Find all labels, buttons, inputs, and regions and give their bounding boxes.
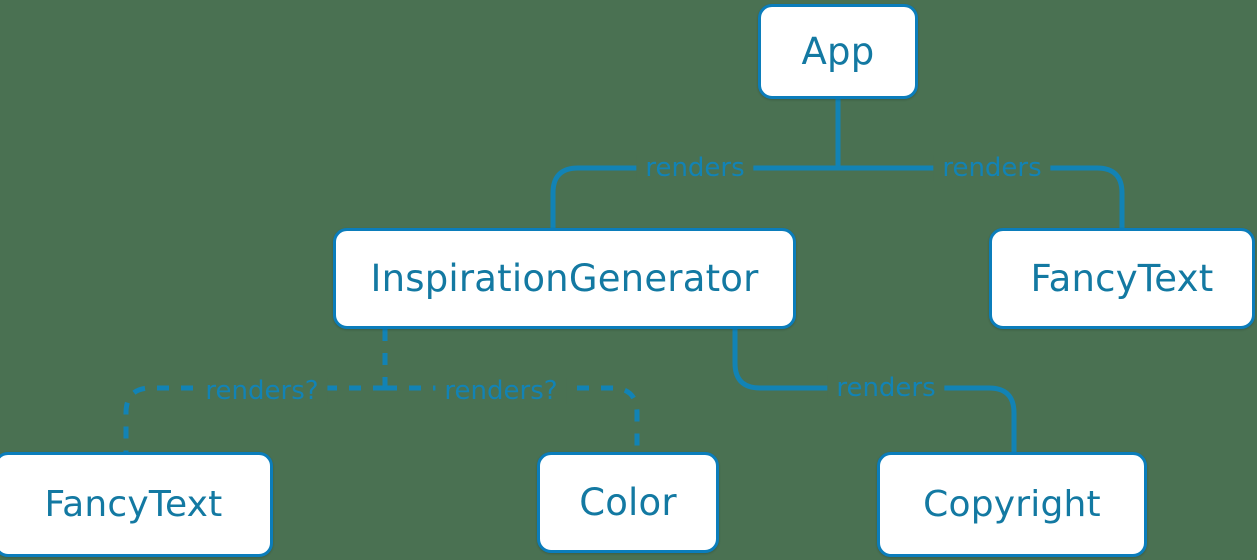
edge-label-inspiration-to-copyright: renders [827, 375, 945, 401]
edge-app-to-fancytext [838, 165, 1125, 228]
node-fancytext-bottom[interactable]: FancyText [0, 452, 273, 557]
edge-inspiration-to-fancytext-bottom [123, 385, 385, 452]
node-app[interactable]: App [758, 4, 918, 99]
node-fancytext-bottom-label: FancyText [44, 483, 223, 525]
node-color-label: Color [579, 481, 677, 524]
edge-inspiration-to-color [385, 385, 640, 452]
node-fancytext-top-label: FancyText [1030, 257, 1214, 300]
edge-label-app-to-inspiration: renders [636, 155, 754, 181]
node-color[interactable]: Color [537, 452, 719, 553]
edge-label-inspiration-to-color: renders? [435, 378, 567, 404]
node-inspiration-generator[interactable]: InspirationGenerator [333, 228, 796, 329]
edge-label-inspiration-to-fancytext: renders? [196, 378, 328, 404]
node-fancytext-top[interactable]: FancyText [989, 228, 1255, 329]
node-copyright[interactable]: Copyright [877, 452, 1147, 557]
edge-label-app-to-fancytext: renders [933, 155, 1051, 181]
node-inspiration-generator-label: InspirationGenerator [370, 257, 759, 300]
node-app-label: App [801, 30, 875, 73]
node-copyright-label: Copyright [923, 483, 1101, 525]
edge-app-to-inspiration [550, 165, 838, 228]
